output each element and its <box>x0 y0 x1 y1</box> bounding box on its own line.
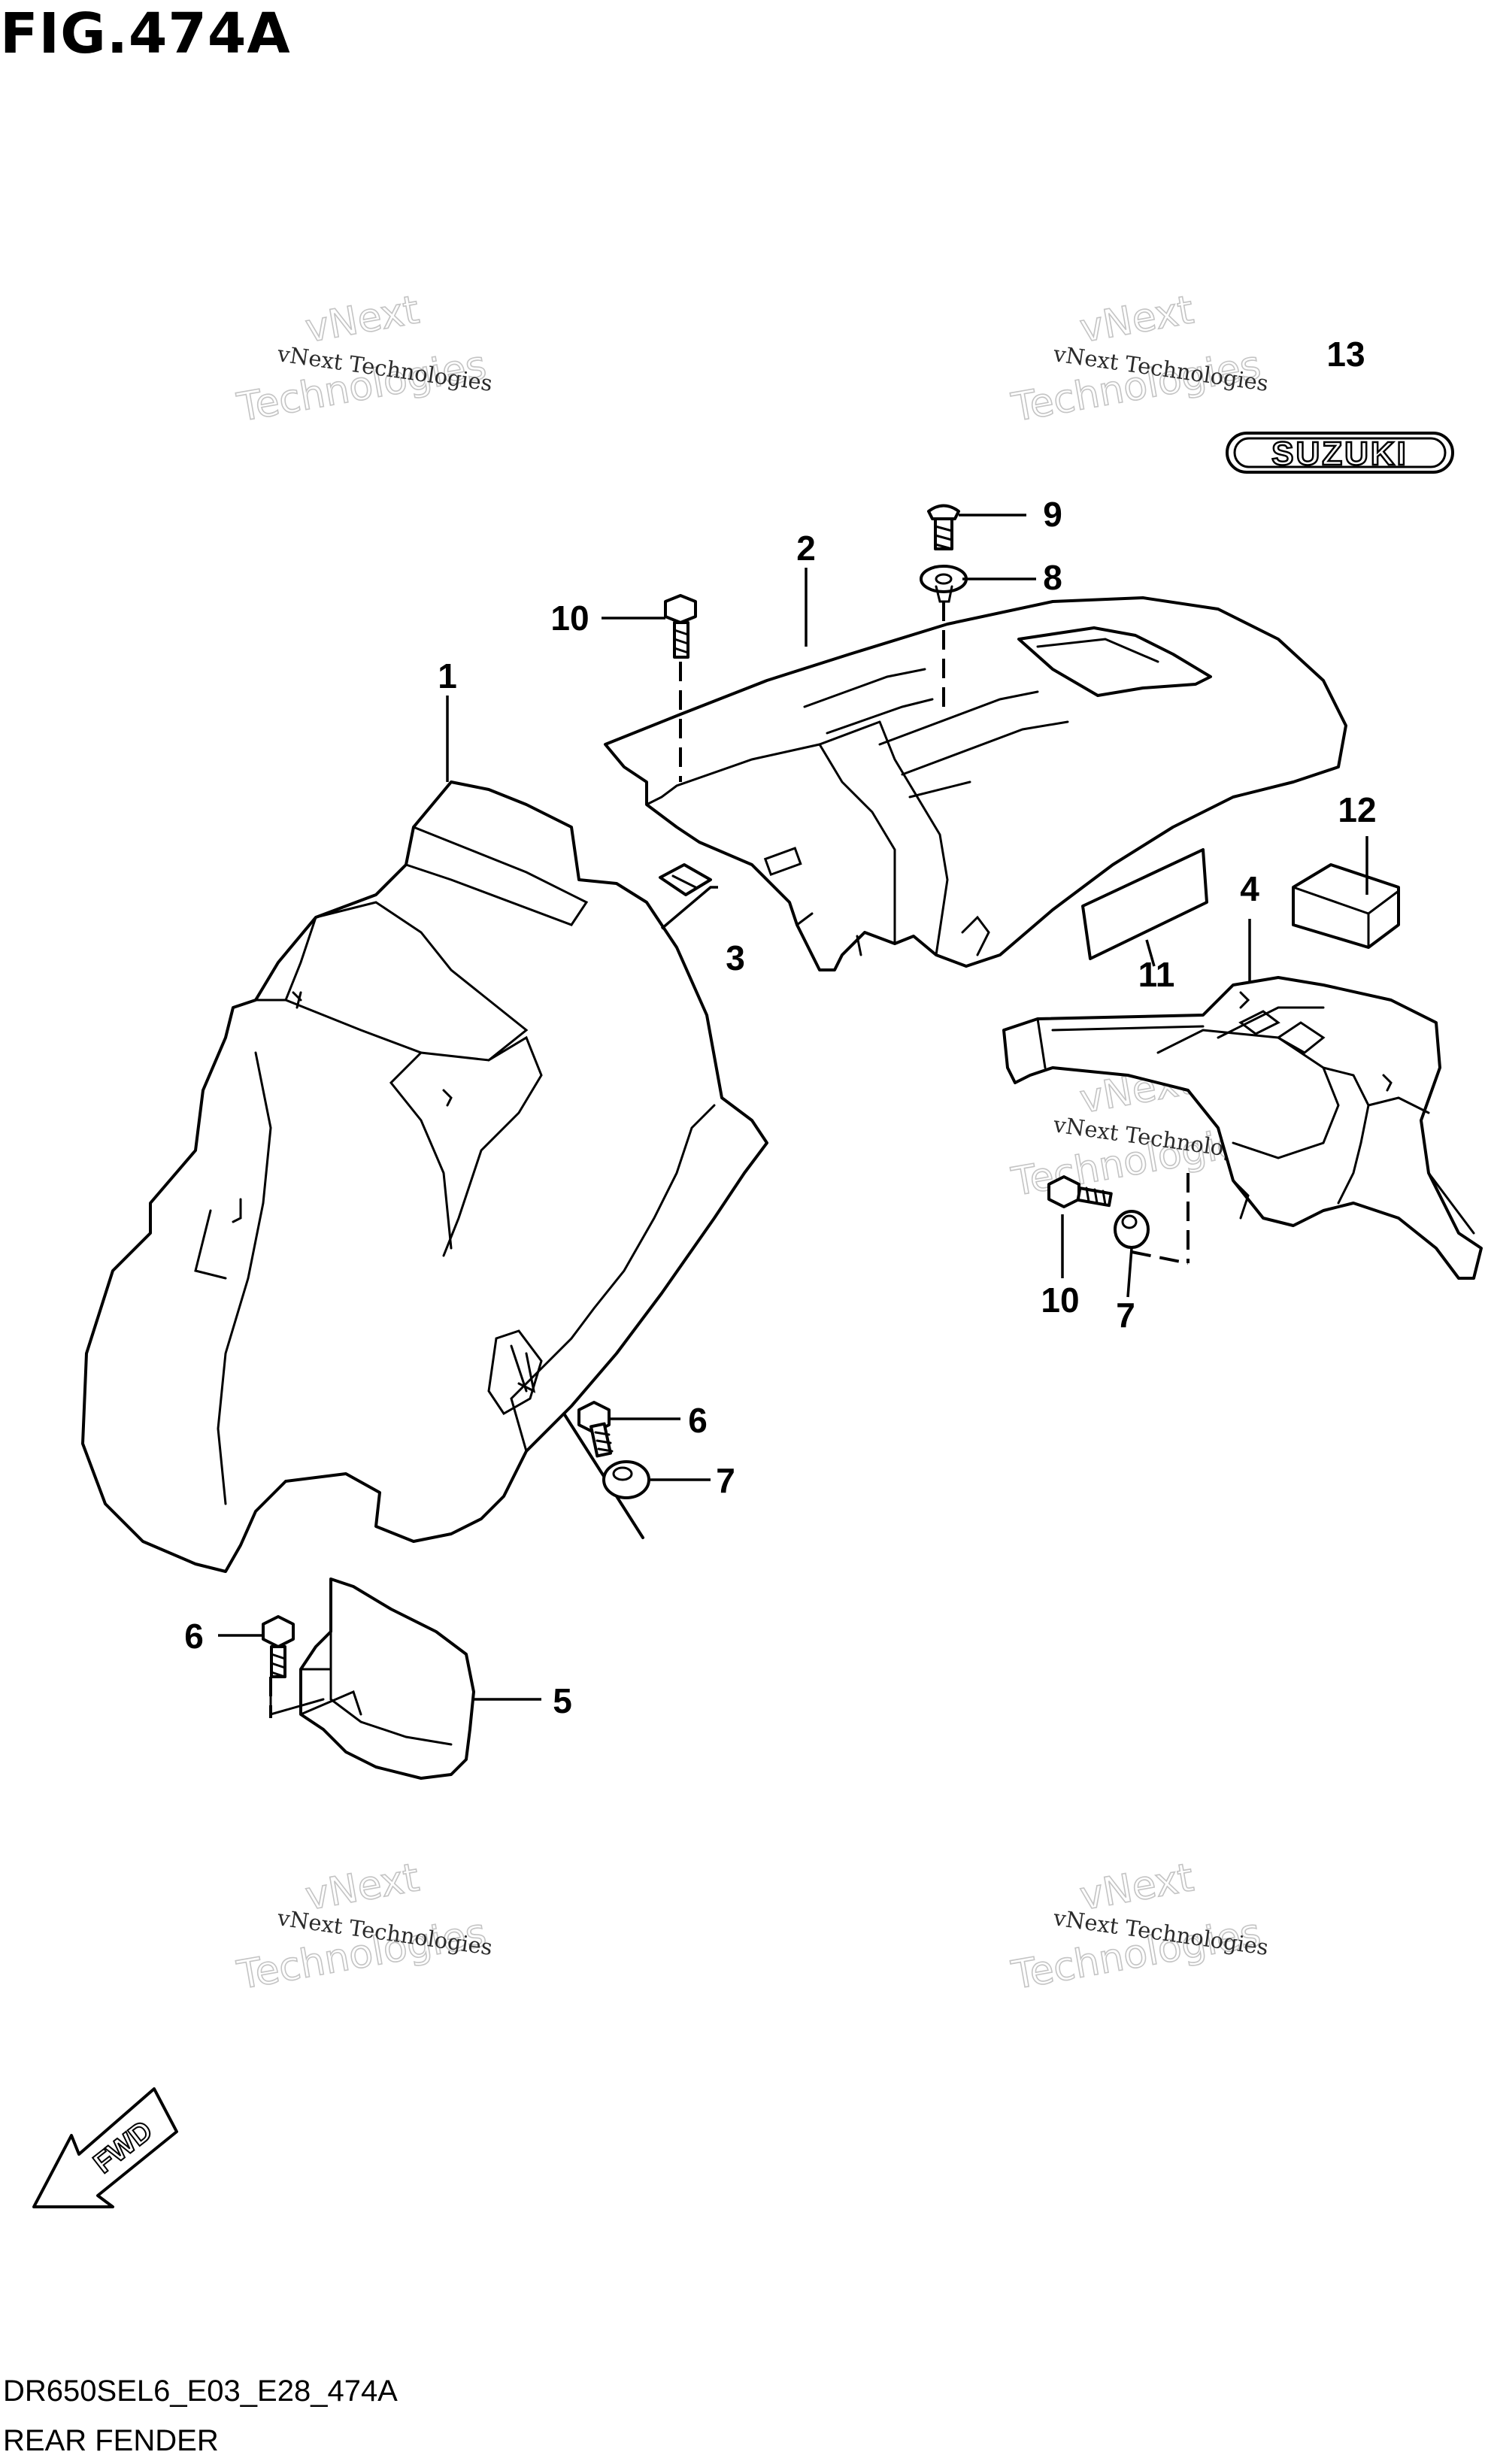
figure-name: REAR FENDER <box>3 2424 219 2457</box>
callout-3: 3 <box>726 938 745 977</box>
watermark-bottom-right: vNext Technologies vNext Technologies <box>1008 1855 1270 1999</box>
watermark-top-left: vNext Technologies vNext Technologies <box>233 287 494 432</box>
part-3-clip <box>659 863 712 896</box>
callout-11: 11 <box>1138 955 1175 994</box>
svg-text:vNext: vNext <box>1077 287 1197 351</box>
callout-numbers: 1 2 3 4 5 6 6 7 7 8 9 10 10 11 12 13 <box>184 335 1376 1720</box>
fastener-10-bolt-right <box>1047 1175 1113 1208</box>
fastener-9-screw <box>927 504 960 550</box>
part-12-pad <box>1292 863 1400 949</box>
callout-9: 9 <box>1043 495 1062 534</box>
watermark-bottom-left: vNext Technologies vNext Technologies <box>233 1855 494 1999</box>
figure-code: DR650SEL6_E03_E28_474A <box>3 2375 398 2408</box>
callout-5: 5 <box>553 1681 572 1720</box>
fastener-6-bolt-bottom <box>262 1615 295 1678</box>
callout-6-bottom: 6 <box>184 1617 204 1656</box>
callout-7-mid: 7 <box>716 1461 735 1500</box>
assembly-lines <box>269 602 1190 1718</box>
part-1-fender-front <box>81 780 768 1573</box>
leader-lines <box>218 514 1368 1701</box>
part-5-mud-flap <box>269 1578 475 1780</box>
callout-10-top: 10 <box>550 599 589 638</box>
part-4-fender-bracket <box>1002 976 1483 1280</box>
fastener-7-grommet-mid <box>602 1460 650 1499</box>
callout-12: 12 <box>1338 790 1376 829</box>
figure-title: FIG.474A <box>0 2 291 66</box>
fastener-10-bolt-top <box>664 594 697 659</box>
fastener-6-bolt-mid <box>577 1401 614 1458</box>
svg-text:SUZUKI: SUZUKI <box>1271 435 1408 472</box>
callout-10-right: 10 <box>1041 1280 1079 1320</box>
callout-13: 13 <box>1326 335 1365 374</box>
part-2-rear-fender <box>604 596 1347 971</box>
callout-1: 1 <box>438 656 457 696</box>
callout-7-right: 7 <box>1116 1296 1135 1335</box>
callout-8: 8 <box>1043 558 1062 597</box>
callout-6-mid: 6 <box>688 1401 708 1440</box>
fastener-7-grommet-right <box>1114 1210 1150 1249</box>
fwd-arrow-icon: FWD <box>32 2087 178 2208</box>
svg-text:vNext: vNext <box>302 287 423 351</box>
watermark-top-right: vNext Technologies vNext Technologies <box>1008 287 1270 432</box>
callout-2: 2 <box>796 529 816 568</box>
fastener-8-washer <box>920 565 968 603</box>
part-13-suzuki-emblem: SUZUKI <box>1226 432 1454 474</box>
callout-4: 4 <box>1240 869 1259 908</box>
part-11-reflector <box>1081 848 1208 960</box>
